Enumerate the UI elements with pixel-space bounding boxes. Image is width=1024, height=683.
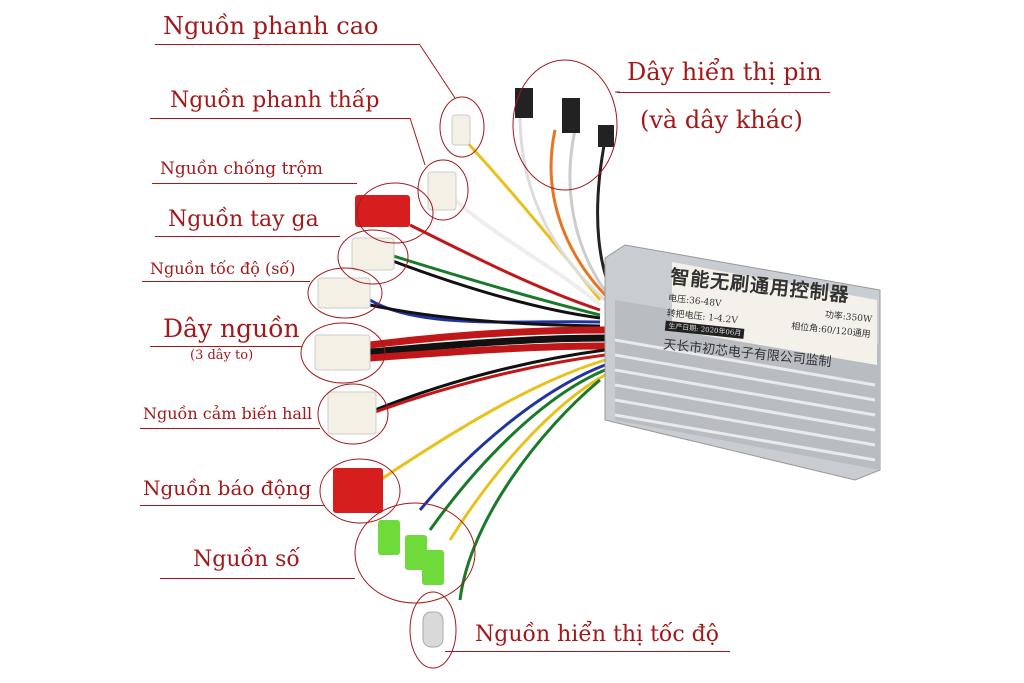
underline — [155, 44, 420, 45]
label-alarm: Nguồn báo động — [143, 476, 312, 500]
underline — [445, 651, 730, 652]
underline — [160, 578, 355, 579]
underline — [150, 118, 410, 119]
label-speed-display: Nguồn hiển thị tốc độ — [475, 622, 720, 647]
label-battery-display: Dây hiển thị pin — [627, 58, 822, 86]
underline — [150, 346, 302, 347]
underline — [140, 505, 325, 506]
label-battery-display-note: (và dây khác) — [640, 106, 803, 134]
underline — [140, 428, 320, 429]
callout-ellipses — [300, 44, 620, 669]
label-speed-gear: Nguồn tốc độ (số) — [150, 259, 296, 278]
label-brake-high: Nguồn phanh cao — [163, 12, 379, 40]
label-anti-theft: Nguồn chống trộm — [160, 159, 323, 179]
underline — [155, 236, 340, 237]
wires — [369, 114, 617, 601]
label-power-wire: Dây nguồn — [163, 314, 300, 343]
controller-housing — [604, 244, 881, 481]
label-gear: Nguồn số — [193, 547, 300, 572]
connectors — [314, 88, 614, 648]
underline — [152, 183, 357, 184]
label-hall-sensor: Nguồn cảm biến hall — [143, 404, 313, 423]
label-throttle: Nguồn tay ga — [168, 207, 319, 232]
label-power-wire-note: (3 dây to) — [190, 348, 254, 363]
underline — [142, 281, 310, 282]
label-brake-low: Nguồn phanh thấp — [170, 88, 380, 113]
underline — [617, 92, 830, 93]
